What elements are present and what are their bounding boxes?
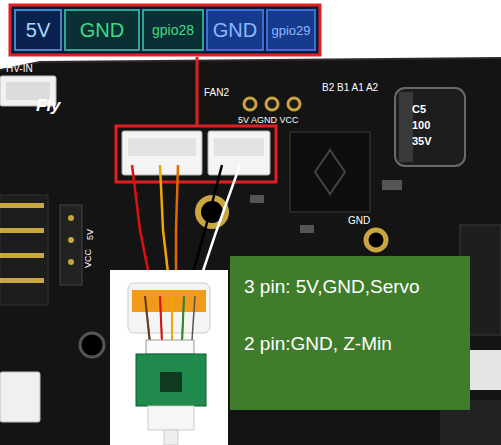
silkscreen-label: 5V — [86, 229, 95, 240]
silkscreen-label: C5 — [412, 104, 426, 115]
connector — [0, 372, 40, 422]
chip — [290, 132, 370, 212]
silkscreen-label: GND — [348, 216, 370, 226]
probe — [110, 270, 228, 445]
pin-cell: gpio28 — [142, 9, 204, 51]
silkscreen-label: Fly — [36, 97, 61, 114]
fan-pads — [244, 98, 300, 110]
probe-connectors — [122, 131, 270, 175]
pin-name: gpio29 — [271, 23, 310, 38]
silkscreen-label: VCC — [84, 249, 93, 268]
silkscreen-label: 100 — [412, 120, 430, 131]
pin-cell: GND — [206, 9, 264, 51]
pin-bar — [10, 5, 320, 55]
pin-name: 5V — [26, 19, 50, 42]
note-text: 2 pin:GND, Z-Min — [244, 333, 456, 356]
pin-name: GND — [80, 19, 124, 42]
highlight-box — [116, 126, 276, 182]
pin-name: gpio28 — [152, 22, 194, 38]
silkscreen-label: FAN2 — [204, 88, 229, 98]
note-box: 3 pin: 5V,GND,Servo 2 pin:GND, Z-Min — [230, 256, 470, 410]
pin-header — [0, 195, 82, 305]
pin-cell: gpio29 — [266, 9, 316, 51]
leader-line — [196, 57, 199, 126]
silkscreen-label: B2 B1 A1 A2 — [322, 83, 378, 93]
pcb — [0, 58, 501, 445]
gnd-screw — [366, 230, 386, 250]
silkscreen-label: 5V AGND VCC — [238, 116, 299, 125]
pin-cell: GND — [64, 9, 140, 51]
silkscreen-label: HV-IN — [6, 64, 33, 74]
note-text: 3 pin: 5V,GND,Servo — [244, 276, 456, 299]
pin-name: GND — [213, 19, 257, 42]
silkscreen-label: 35V — [412, 136, 432, 147]
pin-cell: 5V — [14, 9, 62, 51]
capacitor — [395, 88, 465, 166]
